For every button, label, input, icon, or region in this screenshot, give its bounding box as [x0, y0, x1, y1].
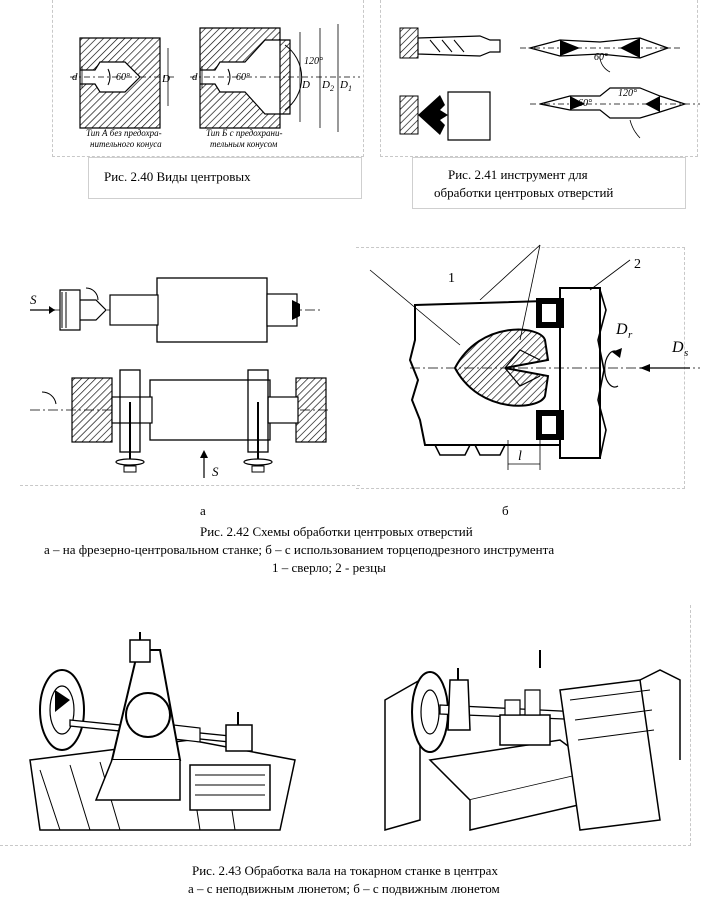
fig240-sub-1: 1 — [348, 84, 352, 93]
fig240-angle-60: 60° — [116, 72, 130, 83]
fig242b-drawing: 1 2 D r D s l — [369, 244, 700, 470]
fig241-drawing: 60° 60° 120° — [399, 27, 700, 141]
fig240-label-D2: D — [321, 79, 330, 91]
fig243-border — [0, 605, 691, 846]
fig243b-drawing — [384, 650, 681, 831]
fig240-typeA-line2: нительного конуса — [90, 139, 162, 149]
fig241-angle-60-b: 60° — [578, 98, 592, 109]
fig240-typeB-line1: Тип Б с предохрани- — [206, 128, 282, 138]
fig241-border — [380, 0, 698, 157]
fig240-drawing: d D 60° d 60° 120° D D 2 D 1 Тип А без п… — [70, 24, 360, 149]
fig240-label-d: d — [72, 71, 78, 83]
fig240-angle-120: 120° — [304, 56, 323, 67]
fig240-typeA-line1: Тип А без предохра- — [86, 128, 162, 138]
fig242-label-Ds: D — [671, 339, 684, 356]
fig242-label-s: S — [30, 292, 37, 307]
fig241-caption-line2: обработки центровых отверстий — [434, 185, 614, 200]
fig243a-drawing — [29, 632, 296, 831]
fig242-sub-s: s — [684, 347, 688, 359]
fig240-caption-frame — [88, 157, 362, 199]
fig242-label-a: а — [200, 503, 206, 518]
fig242-caption-line1: Рис. 2.42 Схемы обработки центровых отве… — [200, 524, 473, 539]
fig241-caption-line1: Рис. 2.41 инструмент для — [448, 167, 588, 182]
fig241-angle-120: 120° — [618, 88, 637, 99]
fig243-caption-line1: Рис. 2.43 Обработка вала на токарном ста… — [192, 863, 498, 878]
fig242-label-s2: S — [212, 464, 219, 479]
fig241-angle-60: 60° — [594, 52, 608, 63]
fig240-label-D: D — [161, 73, 170, 85]
fig240-angle-60-b: 60° — [236, 72, 250, 83]
fig242-border-left — [20, 255, 360, 486]
fig240-label-D1: D — [339, 79, 348, 91]
fig240-sub-2: 2 — [330, 84, 334, 93]
fig240-label-D-b: D — [301, 79, 310, 91]
fig240-label-d-b: d — [192, 71, 198, 83]
fig240-typeB-line2: тельным конусом — [210, 139, 278, 149]
fig242-label-Dr: D — [615, 321, 628, 338]
fig242-sub-r: r — [628, 329, 633, 341]
fig243-caption-line2: а – с неподвижным люнетом; б – с подвижн… — [188, 881, 500, 896]
fig240-caption: Рис. 2.40 Виды центровых — [104, 169, 251, 184]
fig242-label-l: l — [518, 449, 522, 464]
fig242-label-2: 2 — [634, 257, 641, 272]
fig242-caption-line3: 1 – сверло; 2 - резцы — [272, 560, 386, 575]
fig242-caption-line2: а – на фрезерно-центровальном станке; б … — [44, 542, 555, 557]
fig241-caption-frame — [412, 157, 686, 209]
fig240-border — [52, 0, 364, 157]
fig242a-drawing: S S — [30, 277, 330, 479]
fig242-label-b: б — [502, 503, 509, 518]
fig242-label-1: 1 — [448, 271, 455, 286]
